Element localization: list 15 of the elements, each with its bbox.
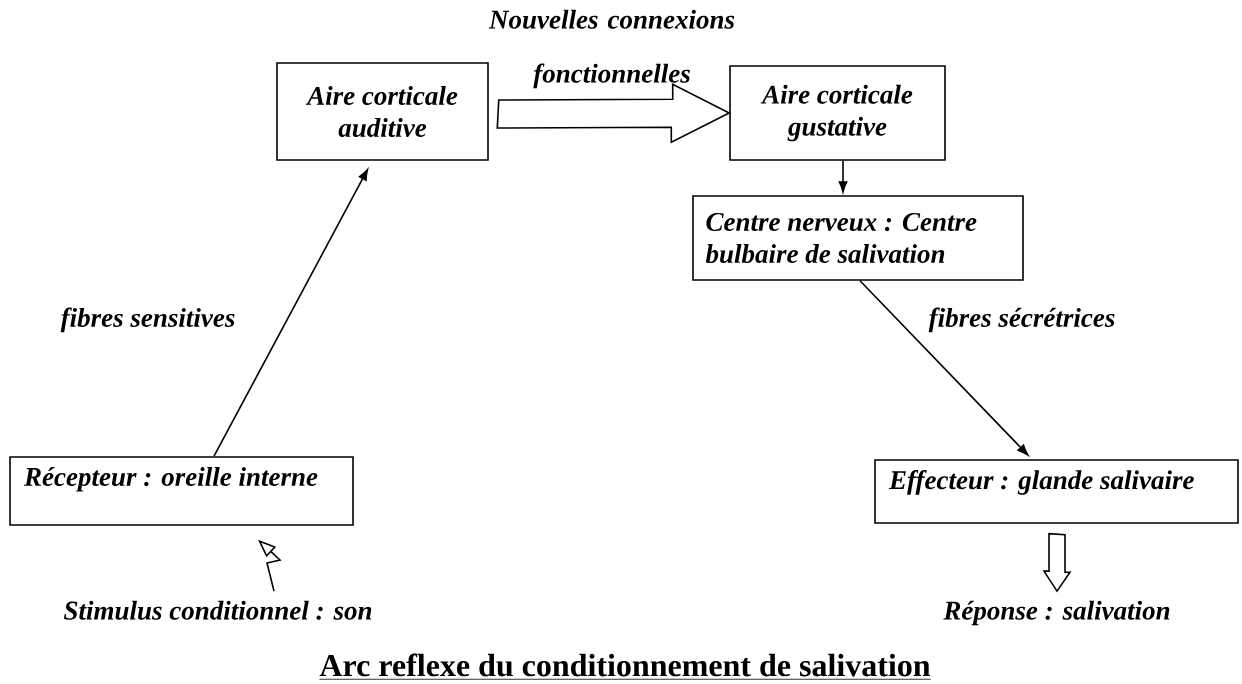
edge-label: fibres sécrétrices: [928, 307, 1115, 333]
text-box: Récepteur : oreille interne: [9, 456, 354, 526]
arrow: [859, 280, 1029, 456]
block-arrow: [1042, 532, 1072, 593]
text-box: Centre nerveux : Centre bulbaire de salivation: [692, 195, 1024, 281]
title: Arc reflexe du conditionnement de salivation: [319, 653, 931, 680]
block-arrow: [496, 82, 731, 144]
text-box: Aire corticale gustative: [729, 65, 946, 161]
text-box: Aire corticale auditive: [276, 62, 489, 161]
arrow: [838, 160, 848, 193]
text-label: Stimulus conditionnel : son: [63, 600, 372, 620]
text-box: Effecteur : glande salivaire: [874, 459, 1239, 524]
arrow: [213, 169, 369, 457]
edge-label: fibres sensitives: [60, 307, 235, 333]
text-label: Réponse : salivation: [943, 600, 1170, 626]
